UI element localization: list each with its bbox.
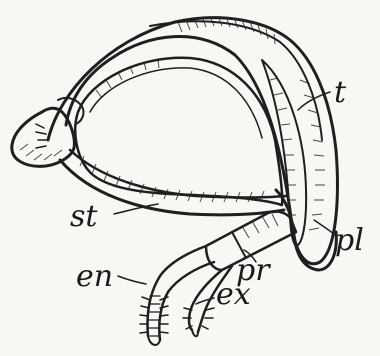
- leader-en: [118, 276, 146, 284]
- left-process: [12, 98, 84, 166]
- leader-ex: [196, 298, 214, 304]
- inner-ring: [75, 58, 282, 205]
- endopodite: [140, 246, 214, 345]
- label-pl: pl: [335, 223, 364, 258]
- label-st: st: [70, 199, 98, 234]
- label-t: t: [334, 75, 347, 110]
- label-en: en: [76, 259, 113, 294]
- label-ex: ex: [216, 277, 251, 312]
- leader-pl: [314, 220, 334, 234]
